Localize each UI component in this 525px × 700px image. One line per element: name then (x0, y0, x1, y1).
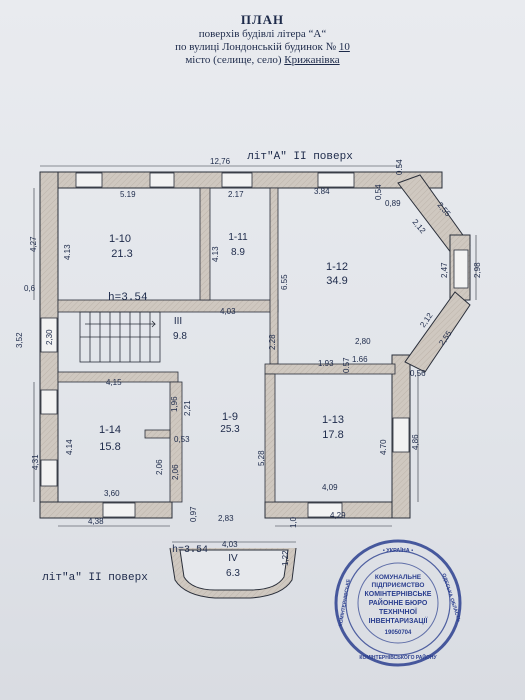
room-area: 9.8 (173, 331, 187, 342)
dim: 0,53 (174, 435, 190, 444)
dim: 2.28 (268, 334, 277, 350)
dim: 6.55 (280, 274, 289, 290)
dim: 4.70 (379, 439, 388, 455)
dim: 4.14 (65, 439, 74, 455)
house-number: 10 (338, 41, 350, 53)
dim: 0,89 (385, 199, 401, 208)
room-label: 1-9 (222, 411, 238, 423)
dim: 4,03 (220, 307, 236, 316)
stamp-text: КОМУНАЛЬНЕ (375, 574, 422, 581)
dim: 1.66 (352, 355, 368, 364)
village-prefix: місто (селище, село) (185, 54, 282, 66)
dim: 4,09 (322, 483, 338, 492)
dim: 2,12 (410, 218, 427, 236)
dim: 4,27 (29, 236, 38, 252)
plan-title: ПЛАН (240, 12, 285, 27)
room-area: 6.3 (226, 568, 240, 579)
dim: 2,06 (171, 464, 180, 480)
dim: 3,60 (104, 489, 120, 498)
staircase (79, 311, 161, 363)
height-mark: h=3.54 (172, 544, 208, 556)
dim: 2,06 (155, 459, 164, 475)
room-label: 1-14 (99, 424, 121, 436)
exterior-walls (39, 171, 471, 519)
dimension-values: 12,76 0.54 5.19 2.17 3.84 0,54 0,89 2,55… (15, 157, 482, 566)
stamp-text: КОМІНТЕРНІВСЬКЕ (365, 591, 432, 598)
dim: 2.17 (228, 190, 244, 199)
dim: 4,38 (88, 517, 104, 526)
room-label: IV (228, 553, 238, 564)
dim: 0,54 (374, 184, 383, 200)
dim: 3,52 (15, 332, 24, 348)
stamp-text: ІНВЕНТАРИЗАЦІЇ (369, 617, 429, 625)
dim: 4,86 (411, 434, 420, 450)
dim: 0,56 (410, 369, 426, 378)
dim: 4,03 (222, 540, 238, 549)
official-stamp: КОМУНАЛЬНЕ ПІДПРИЄМСТВО КОМІНТЕРНІВСЬКЕ … (334, 539, 462, 667)
dim: 5,28 (257, 450, 266, 466)
plan-subtitle: поверхів будівлі літера “А“ (198, 28, 327, 40)
dim: 4,15 (106, 378, 122, 387)
dim: 4,29 (330, 511, 346, 520)
stamp-code: 19050704 (385, 630, 412, 636)
room-label: 1-11 (228, 232, 248, 243)
dim: 0,6 (24, 284, 36, 293)
room-area: 25.3 (220, 424, 240, 435)
dim: 2,21 (183, 400, 192, 416)
dim: 1,0 (289, 516, 298, 528)
dim: 1,22 (281, 550, 290, 566)
room-label: 1-10 (109, 233, 131, 245)
balcony (169, 547, 297, 599)
street-text: по вулиці Лондонській будинок № (175, 41, 337, 53)
dim: 2,47 (440, 262, 449, 278)
dim: 2,83 (218, 514, 234, 523)
dim: 0,97 (189, 506, 198, 522)
stamp-ring-text: • УКРАЇНА • (383, 547, 413, 554)
stamp-text: РАЙОННЕ БЮРО (369, 598, 428, 607)
room-area: 8.9 (231, 247, 245, 258)
top-level-label: літ"А" II поверх (247, 151, 353, 163)
dim: 1,96 (170, 396, 179, 412)
dim: 4.13 (211, 246, 220, 262)
room-area: 34.9 (326, 275, 347, 287)
room-label: 1-12 (326, 261, 348, 273)
bottom-level-label: літ"а" II поверх (42, 572, 148, 584)
village-name: Крижанівка (284, 54, 340, 66)
windows (40, 172, 469, 518)
dim: 0.57 (342, 357, 351, 373)
dim: 0.54 (395, 159, 404, 175)
dim: 3.84 (314, 187, 330, 196)
room-label: III (174, 316, 182, 327)
village-line: місто (селище, село) Крижанівка (0, 54, 525, 66)
dim: 4,31 (31, 454, 40, 470)
stamp-ring-text: КОМІНТЕРНІВСЬКОГО РАЙОНУ (359, 653, 437, 661)
stamp-text: ТЕХНІЧНОЇ (379, 608, 418, 616)
room-area: 21.3 (111, 248, 132, 260)
height-mark: h=3.54 (108, 292, 148, 304)
dimension-lines (33, 165, 477, 543)
dim: 2,30 (45, 329, 54, 345)
dim: 2,98 (473, 262, 482, 278)
stamp-text: ПІДПРИЄМСТВО (372, 582, 425, 589)
dim: 5.19 (120, 190, 136, 199)
dim: 12,76 (210, 157, 231, 166)
room-label: 1-13 (322, 414, 344, 426)
room-area: 17.8 (322, 429, 343, 441)
dim: 1.93 (318, 359, 334, 368)
street-line: по вулиці Лондонській будинок № 10 (0, 41, 525, 53)
room-labels: 1-10 21.3 1-11 8.9 1-12 34.9 III 9.8 1-9… (99, 232, 348, 579)
level-labels: літ"А" II поверх літ"а" II поверх h=3.54… (42, 151, 353, 584)
dim: 4.13 (63, 244, 72, 260)
room-area: 15.8 (99, 441, 120, 453)
dim: 2,80 (355, 337, 371, 346)
interior-walls (57, 187, 396, 503)
